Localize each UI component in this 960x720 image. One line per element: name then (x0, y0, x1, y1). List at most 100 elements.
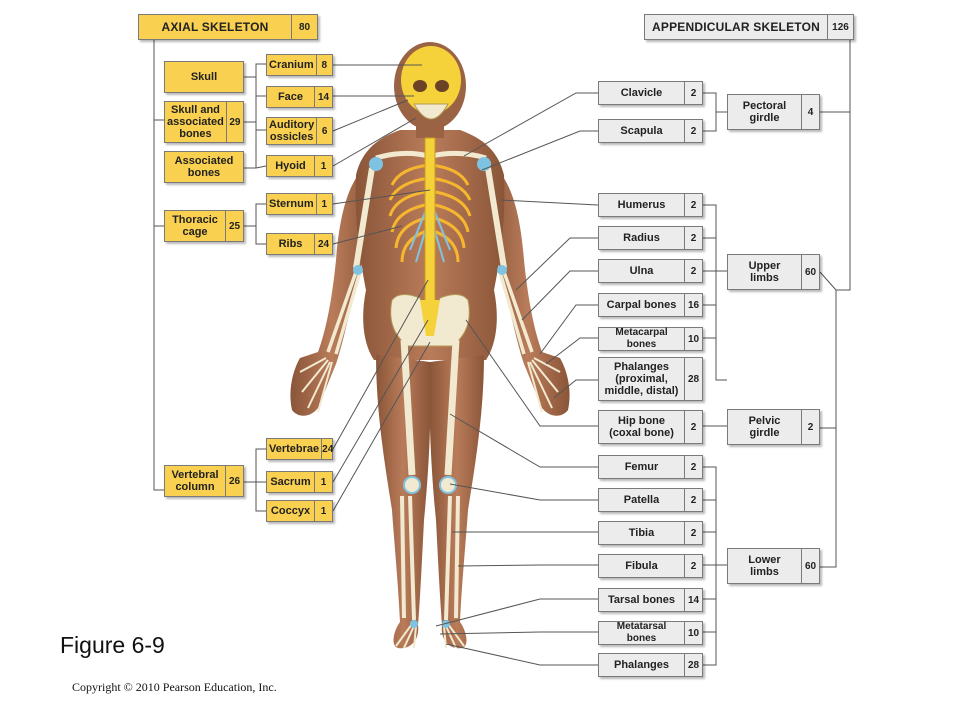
scapula-label: Scapula (620, 125, 663, 137)
left-arm-silhouette (290, 162, 374, 416)
tarsal-bones-label: Tarsal bones (607, 594, 676, 606)
hyoid-label: Hyoid (275, 160, 306, 172)
ankle-joint-right (442, 620, 450, 628)
ulna-count: 2 (684, 260, 702, 282)
sacrum-count: 1 (314, 472, 332, 492)
cranium-label: Cranium (269, 59, 314, 71)
thoracic-cage-box: Thoracic cage 25 (164, 210, 244, 242)
cranium-box: Cranium 8 (266, 54, 333, 76)
phalanges-foot-count: 28 (684, 654, 702, 676)
ribs-count: 24 (314, 234, 332, 254)
elbow-joint-left (353, 265, 363, 275)
costal-cartilage (409, 199, 451, 263)
associated-bones-box: Associated bones (164, 151, 244, 183)
femur-label: Femur (624, 461, 659, 473)
axial-skeleton-label: AXIAL SKELETON (161, 20, 269, 34)
coccyx-label: Coccyx (270, 505, 311, 517)
scapula-count: 2 (684, 120, 702, 142)
humerus-bones (353, 167, 507, 269)
lower-limbs-label: Lower limbs (748, 554, 781, 578)
appendicular-skeleton-label: APPENDICULAR SKELETON (652, 20, 820, 34)
elbow-joint-right (497, 265, 507, 275)
pelvis-bone (390, 294, 470, 347)
vertebral-column-box: Vertebral column 26 (164, 465, 244, 497)
carpal-bones-count: 16 (684, 294, 702, 316)
phalanges-foot-label: Phalanges (613, 659, 670, 671)
ankle-joint-left (410, 620, 418, 628)
appendicular-skeleton-header: APPENDICULAR SKELETON 126 (644, 14, 854, 40)
clavicle-count: 2 (684, 82, 702, 104)
thoracic-cage-label: Thoracic cage (172, 214, 218, 238)
hip-bone-label: Hip bone (coxal bone) (609, 415, 674, 439)
thoracic-cage-count: 25 (225, 211, 243, 241)
patella-count: 2 (684, 489, 702, 511)
hip-bone-box: Hip bone (coxal bone) 2 (598, 410, 703, 444)
tibia-box: Tibia 2 (598, 521, 703, 545)
metatarsal-bones-box: Metatarsal bones 10 (598, 621, 703, 645)
metatarsal-bones-count: 10 (684, 622, 702, 644)
phalanges-foot-box: Phalanges 28 (598, 653, 703, 677)
sternum-label: Sternum (269, 198, 314, 210)
figure-label: Figure 6-9 (60, 632, 165, 658)
coccyx-count: 1 (314, 501, 332, 521)
phalanges-hand-box: Phalanges (proximal, middle, distal) 28 (598, 357, 703, 401)
ribs-box: Ribs 24 (266, 233, 333, 255)
skull-box: Skull (164, 61, 244, 93)
femur-count: 2 (684, 456, 702, 478)
axial-skeleton-count: 80 (291, 15, 317, 39)
metacarpal-bones-box: Metacarpal bones 10 (598, 327, 703, 351)
sternum-box: Sternum 1 (266, 193, 333, 215)
associated-bones-label: Associated bones (174, 155, 234, 179)
skull-bone (401, 46, 461, 114)
radius-box: Radius 2 (598, 226, 703, 250)
humerus-label: Humerus (617, 199, 666, 211)
skull-associated-count: 29 (225, 102, 243, 142)
patella-label: Patella (623, 494, 660, 506)
face-label: Face (277, 91, 304, 103)
pectoral-girdle-box: Pectoral girdle 4 (727, 94, 820, 130)
carpal-bones-box: Carpal bones 16 (598, 293, 703, 317)
face-box: Face 14 (266, 86, 333, 108)
tibia-fibula-bones (400, 495, 460, 621)
patella-left (403, 476, 421, 494)
axial-skeleton-header: AXIAL SKELETON 80 (138, 14, 318, 40)
upper-limbs-count: 60 (801, 255, 819, 289)
right-arm-silhouette (486, 162, 570, 416)
auditory-ossicles-count: 6 (316, 118, 332, 144)
coccyx-box: Coccyx 1 (266, 500, 333, 522)
sacrum-box: Sacrum 1 (266, 471, 333, 493)
clavicle-bones (375, 150, 487, 161)
vertebrae-box: Vertebrae 24 (266, 438, 333, 460)
radius-label: Radius (623, 232, 660, 244)
lower-limbs-box: Lower limbs 60 (727, 548, 820, 584)
sacrum-bone (420, 300, 440, 336)
human-figure (290, 42, 570, 649)
metatarsal-bones-label: Metatarsal bones (616, 621, 667, 644)
sternum-count: 1 (315, 194, 332, 214)
tibia-count: 2 (684, 522, 702, 544)
pelvic-girdle-label: Pelvic girdle (748, 415, 781, 439)
lower-limbs-count: 60 (801, 549, 819, 583)
tarsal-bones-box: Tarsal bones 14 (598, 588, 703, 612)
metacarpal-bones-label: Metacarpal bones (615, 327, 668, 350)
connector-lines (153, 40, 851, 666)
face-count: 14 (314, 87, 332, 107)
fibula-box: Fibula 2 (598, 554, 703, 578)
humerus-box: Humerus 2 (598, 193, 703, 217)
ulna-box: Ulna 2 (598, 259, 703, 283)
upper-limbs-label: Upper limbs (748, 260, 781, 284)
skull-associated-label: Skull and associated bones (167, 104, 224, 140)
forearm-bones (326, 271, 534, 355)
scapula-box: Scapula 2 (598, 119, 703, 143)
phalanges-hand-label: Phalanges (proximal, middle, distal) (604, 361, 679, 397)
tibia-label: Tibia (628, 527, 655, 539)
femur-bones (400, 339, 460, 476)
carpal-bones-label: Carpal bones (606, 299, 677, 311)
sacrum-label: Sacrum (270, 476, 311, 488)
patella-box: Patella 2 (598, 488, 703, 512)
vertebral-column-count: 26 (225, 466, 243, 496)
fibula-count: 2 (684, 555, 702, 577)
clavicle-box: Clavicle 2 (598, 81, 703, 105)
copyright-notice: Copyright © 2010 Pearson Education, Inc. (72, 680, 277, 694)
